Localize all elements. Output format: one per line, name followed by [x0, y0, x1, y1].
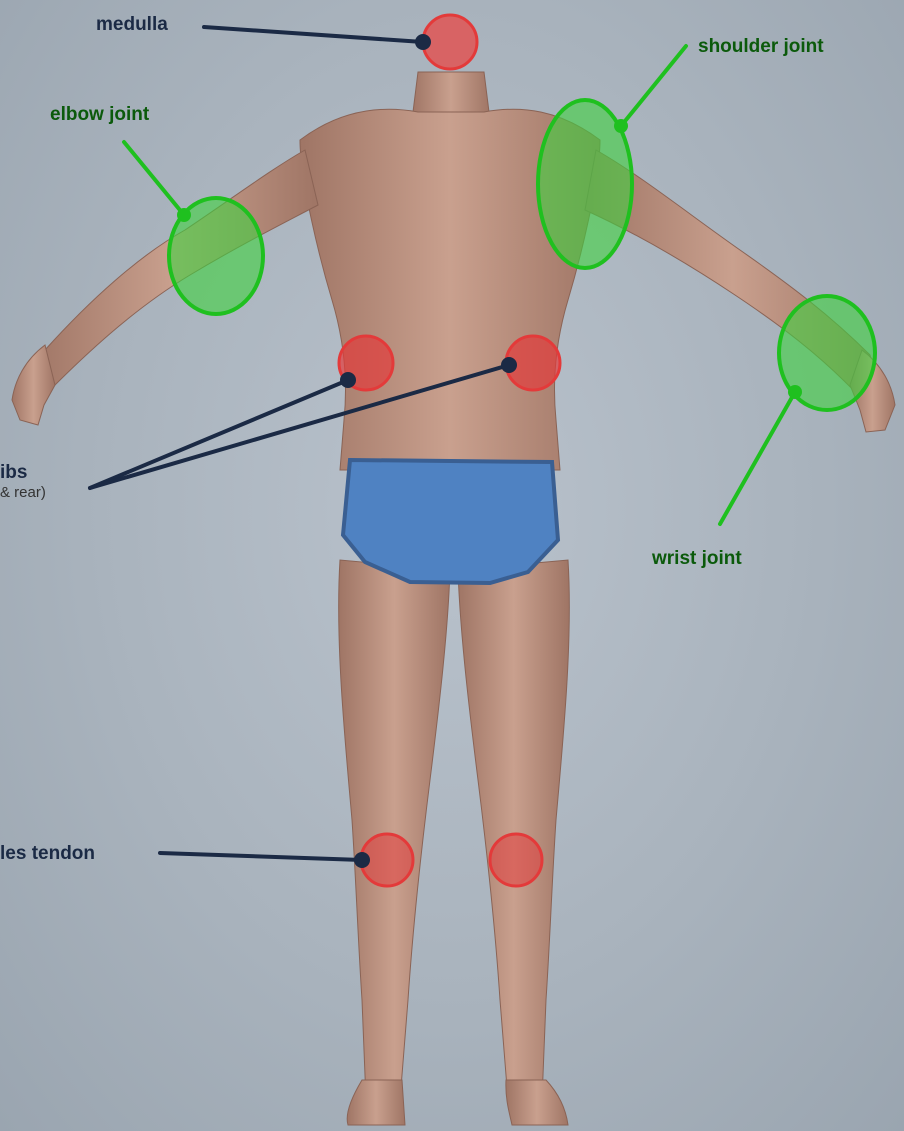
achilles-tendon-label: les tendon: [0, 843, 95, 865]
shoulder-joint-label: shoulder joint: [698, 36, 824, 58]
ribs-label: ibs: [0, 462, 27, 484]
body-silhouette: [12, 72, 895, 1125]
ribs-sublabel: & rear): [0, 484, 46, 501]
elbow-joint-label: elbow joint: [50, 104, 149, 126]
underwear-patch: [343, 460, 558, 583]
achilles-zone-right: [490, 834, 542, 886]
medulla-zone: [423, 15, 477, 69]
medulla-label: medulla: [96, 14, 168, 36]
wrist-joint-label: wrist joint: [652, 548, 742, 570]
